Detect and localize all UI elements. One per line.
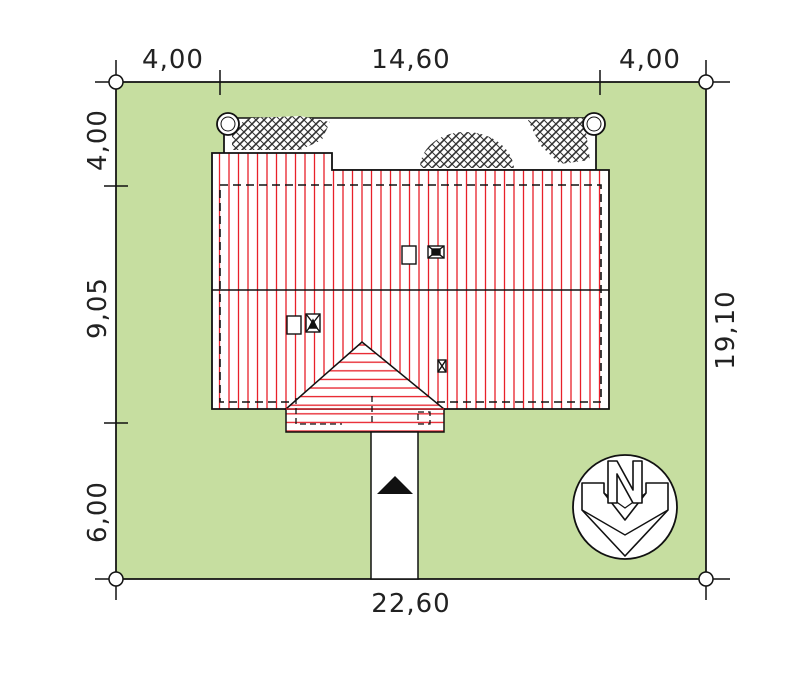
wall-outline-dashed — [219, 184, 602, 403]
roof-elements — [286, 245, 447, 373]
chimney-icon — [427, 245, 445, 259]
dim-bottom: 22,60 — [371, 589, 450, 619]
dim-left-middle: 9,05 — [83, 277, 113, 339]
terrace-post-left — [216, 112, 240, 136]
rear-terrace — [216, 112, 606, 171]
chimney-icon — [437, 359, 447, 373]
dim-left-bottom: 6,00 — [83, 481, 113, 543]
porch-gable — [284, 341, 447, 433]
dim-top-left: 4,00 — [142, 45, 204, 75]
dim-left-top: 4,00 — [83, 109, 113, 171]
chimney-icon — [305, 313, 321, 333]
roof-window-icon — [401, 245, 417, 265]
roof-window-icon — [286, 315, 302, 335]
dim-top-middle: 14,60 — [371, 45, 450, 75]
terrace-post-right — [582, 112, 606, 136]
dimension-nodes — [108, 74, 714, 587]
entrance-arrow-icon — [377, 476, 413, 494]
house-roof — [211, 152, 610, 410]
north-arrow-icon — [572, 454, 678, 560]
dim-top-right: 4,00 — [619, 45, 681, 75]
dim-right: 19,10 — [711, 290, 741, 369]
driveway — [370, 431, 419, 580]
